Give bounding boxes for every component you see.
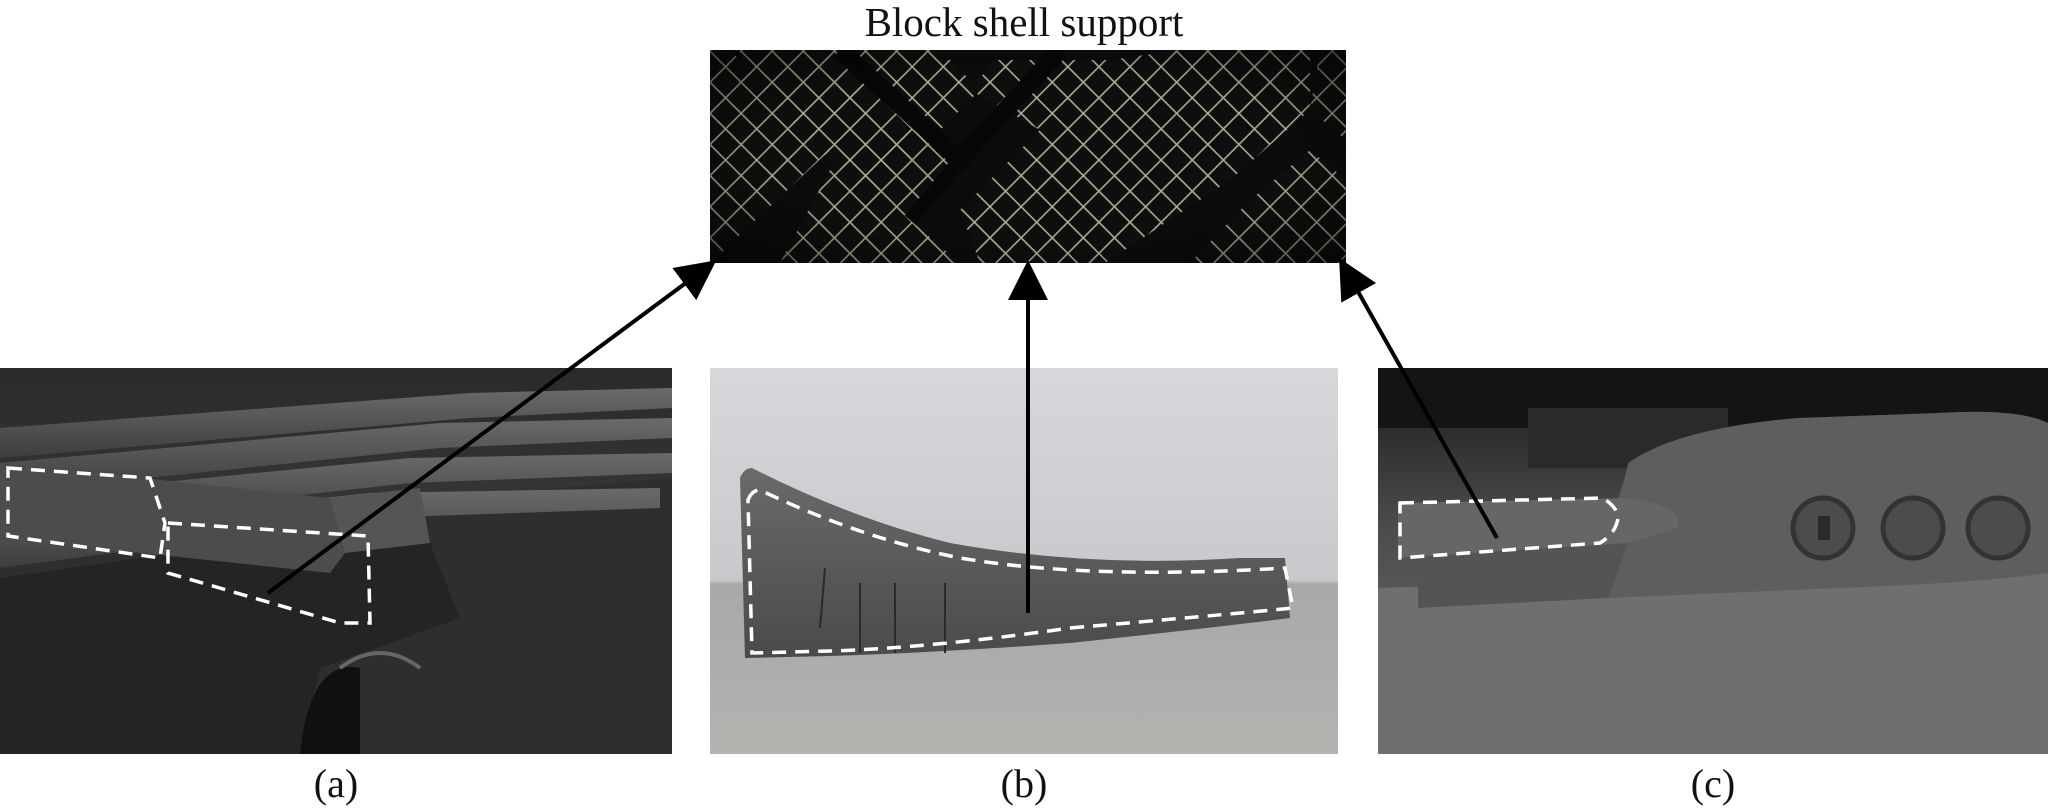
figure-title: Block shell support [864, 0, 1184, 45]
caption-c: (c) [1690, 761, 1736, 806]
lattice-closeup-photo [710, 50, 1346, 263]
caption-b: (b) [1000, 761, 1048, 806]
photo-a-build-plate [0, 368, 672, 754]
arrow-c-to-lattice [1339, 258, 1499, 539]
caption-a: (a) [313, 761, 359, 806]
arrow-a-to-lattice [266, 260, 717, 595]
photo-b-part-side-view [710, 368, 1338, 754]
photo-c-part-on-fixture [1378, 368, 2048, 754]
